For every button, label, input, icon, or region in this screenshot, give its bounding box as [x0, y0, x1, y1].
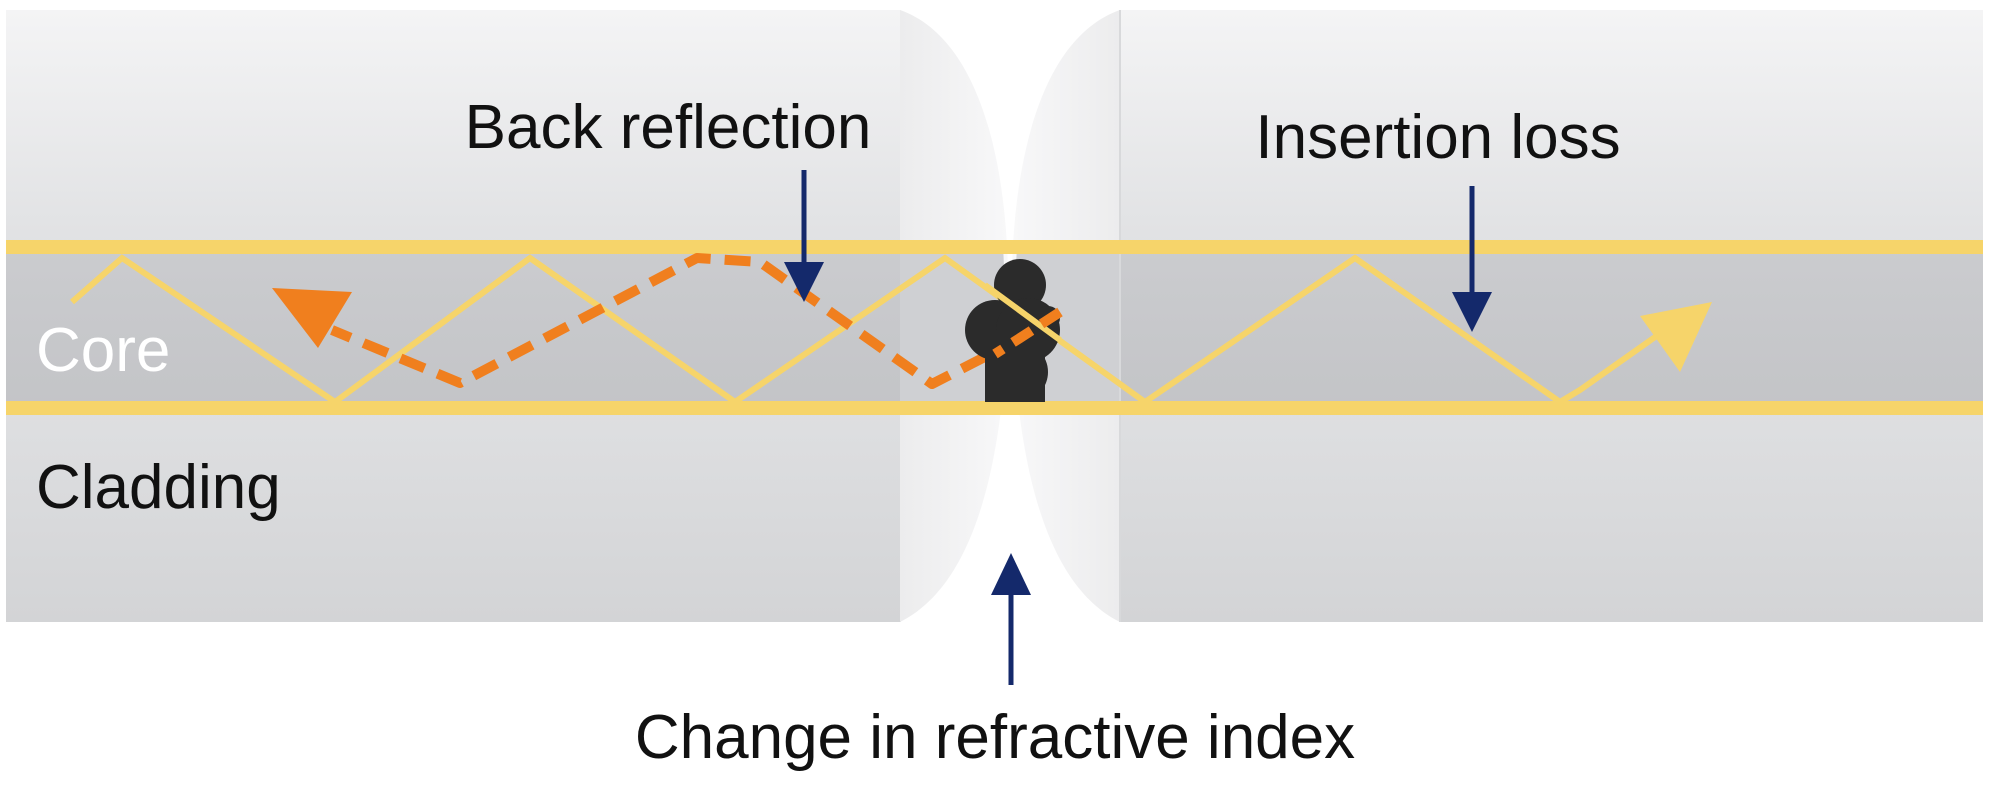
right-cladding-bottom: [1120, 410, 1983, 622]
back-reflection-pointer: [784, 170, 824, 302]
insertion-loss-pointer: [1452, 186, 1492, 332]
reflected-light-arrowhead: [272, 288, 352, 348]
left-cladding-bottom: [6, 410, 901, 622]
refractive-index-pointer: [991, 553, 1031, 685]
left-fiber: [6, 10, 1009, 622]
transmitted-path-over-particle: [983, 282, 1062, 343]
refractive-index-label: Change in refractive index: [635, 703, 1355, 772]
right-core: [1120, 246, 1983, 410]
transmitted-light-path: [70, 254, 1667, 406]
transmitted-light-arrowhead: [1640, 302, 1712, 372]
right-cladding-top: [1120, 10, 1983, 246]
back-reflection-label: Back reflection: [465, 93, 872, 162]
insertion-loss-label: Insertion loss: [1255, 103, 1620, 172]
cladding-label: Cladding: [36, 453, 281, 522]
right-fiber: [1011, 10, 1983, 622]
reflected-path-over-particle: [992, 307, 1063, 359]
left-core-end: [900, 246, 1006, 410]
left-cladding-top: [6, 10, 901, 246]
core-label: Core: [36, 316, 170, 385]
